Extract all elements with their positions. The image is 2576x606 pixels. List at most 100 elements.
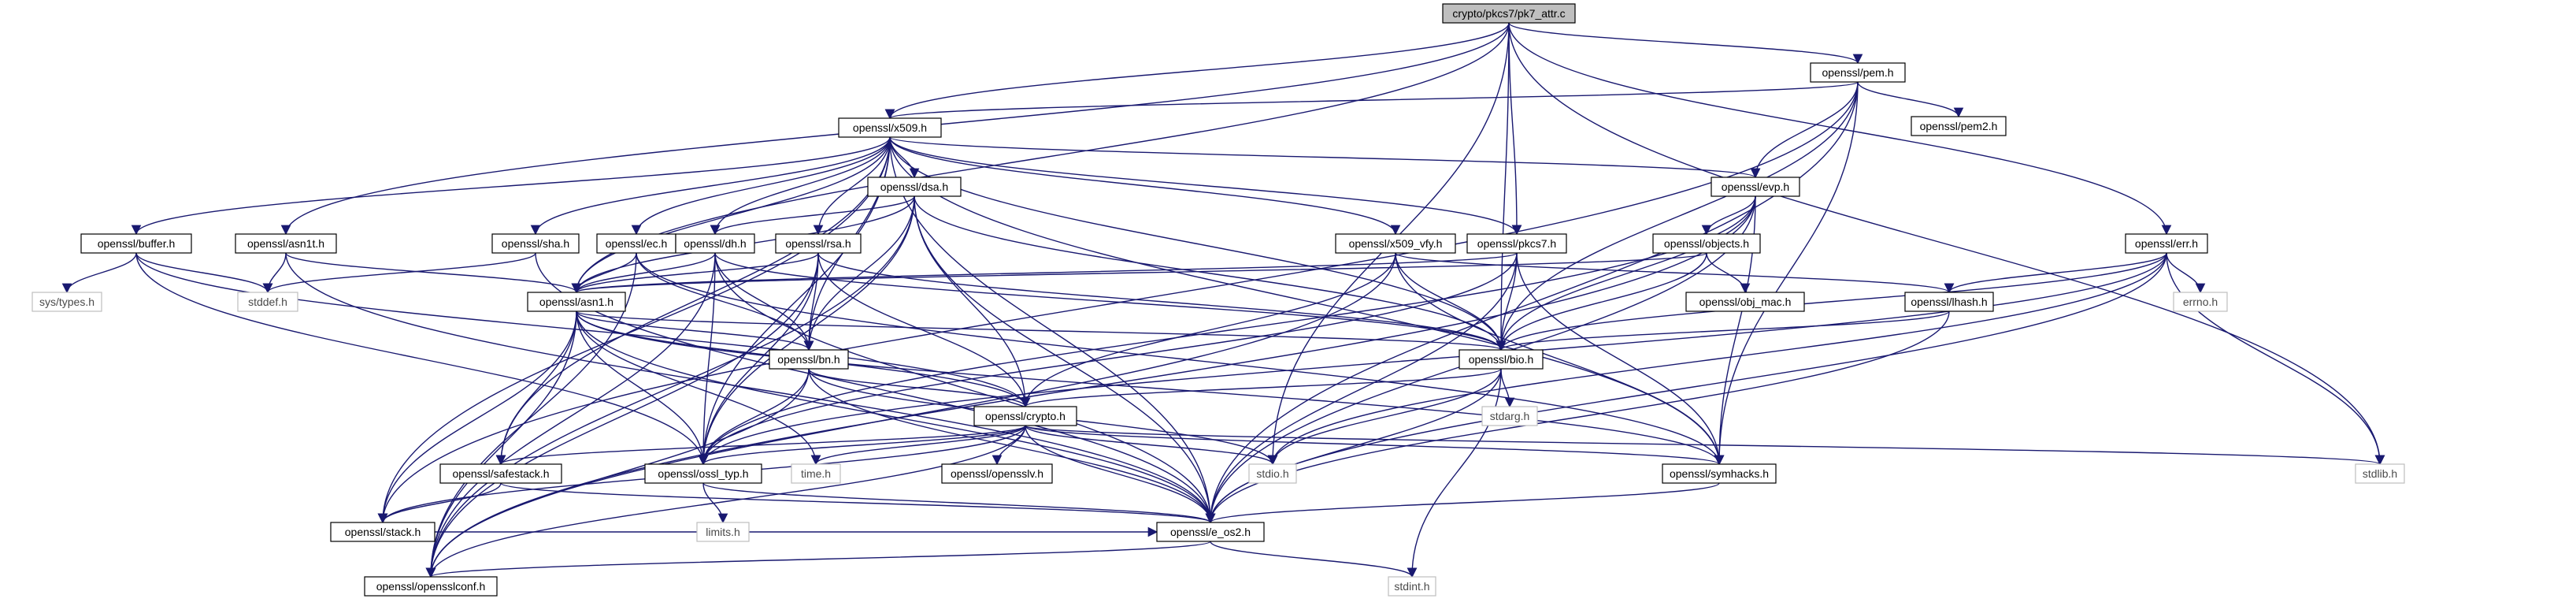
node-x509-label: openssl/x509.h [853,121,927,134]
edge-err-to-errno [2166,252,2206,294]
edge-bio-to-stdint [1407,368,1502,578]
edge-ssltyp-to-limits [702,482,728,524]
node-x509vfy-label: openssl/x509_vfy.h [1349,237,1443,250]
node-buffer[interactable]: openssl/buffer.h [80,233,192,254]
edge-pkcs7-to-bio [1496,252,1518,351]
edge-x509-to-pkcs7 [889,136,1522,236]
node-crypto[interactable]: openssl/crypto.h [973,406,1077,426]
node-safestack-label: openssl/safestack.h [453,467,550,480]
node-asn1[interactable]: openssl/asn1.h [527,292,626,312]
edge-safestack-to-eos2 [500,482,1215,524]
node-opensslconf[interactable]: openssl/opensslconf.h [364,576,498,597]
edge-asn1-to-safestack [495,310,577,466]
edge-err-to-stdio [1267,252,2167,466]
node-stdint-box [1388,576,1436,597]
edge-asn1-to-ssltyp [576,310,709,466]
node-pem2[interactable]: openssl/pem2.h [1911,116,2007,136]
node-asn1t[interactable]: openssl/asn1t.h [235,233,337,254]
edge-x509-to-bio [889,136,1507,351]
node-bio[interactable]: openssl/bio.h [1458,349,1544,370]
edge-asn1t-to-eos2 [285,252,1216,524]
edge-root-to-x509 [884,22,1510,120]
edge-pem-to-symhacks [1714,81,1859,466]
node-timeh: time.h [791,463,841,484]
edge-rsa-to-asn1 [571,252,819,294]
edge-x509-to-x509vfy [889,136,1401,236]
node-stdio-label: stdio.h [1256,467,1288,480]
edge-bn-to-crypto [808,368,1031,408]
edge-asn1-to-timeh [576,310,821,466]
node-ssltyp-box [644,463,762,484]
node-dh-label: openssl/dh.h [684,237,746,250]
node-pem-label: openssl/pem.h [1822,66,1893,79]
node-systypes-box [32,292,102,312]
edge-asn1-to-stack [377,310,577,524]
node-asn1-box [527,292,626,312]
node-err-box [2125,233,2208,254]
edge-bn-to-opensslconf [425,368,810,578]
edge-pem-to-bio [1496,81,1859,351]
node-ssltyp[interactable]: openssl/ossl_typ.h [644,463,762,484]
node-dsa-box [867,177,962,197]
edge-safestack-to-stack [377,482,502,524]
node-lhash[interactable]: openssl/lhash.h [1904,292,1994,312]
edge-err-to-stdlib [2166,252,2385,466]
node-bio-label: openssl/bio.h [1469,353,1534,366]
node-limits-label: limits.h [706,526,740,538]
edge-objects-to-asn1 [572,252,1707,294]
edge-symhacks-to-eos2 [1206,482,1720,524]
node-objmac-box [1685,292,1805,312]
edge-dsa-to-eos2 [914,195,1216,524]
edge-x509-to-eos2 [889,136,1216,524]
node-pkcs7-box [1466,233,1567,254]
node-objmac[interactable]: openssl/obj_mac.h [1685,292,1805,312]
node-opensslv[interactable]: openssl/opensslv.h [941,463,1053,484]
edge-rsa-to-ssltyp [698,252,819,466]
node-safestack-box [439,463,562,484]
node-eos2[interactable]: openssl/e_os2.h [1156,522,1265,542]
node-timeh-label: time.h [801,467,831,480]
edge-asn1-to-bn [576,310,814,351]
node-root-label: crypto/pkcs7/pk7_attr.c [1452,7,1565,20]
node-pkcs7-label: openssl/pkcs7.h [1477,237,1556,250]
node-safestack[interactable]: openssl/safestack.h [439,463,562,484]
edge-dsa-to-ssltyp [698,195,915,466]
node-dh[interactable]: openssl/dh.h [675,233,755,254]
node-systypes-label: sys/types.h [39,296,95,308]
node-stack-label: openssl/stack.h [345,526,421,538]
node-dsa[interactable]: openssl/dsa.h [867,177,962,197]
node-stack[interactable]: openssl/stack.h [330,522,436,542]
node-objects[interactable]: openssl/objects.h [1652,233,1761,254]
edge-pem-to-x509 [885,81,1859,120]
node-eos2-box [1156,522,1265,542]
edge-bn-to-ssltyp [698,368,810,466]
node-symhacks-label: openssl/symhacks.h [1670,467,1769,480]
node-ec[interactable]: openssl/ec.h [596,233,676,254]
node-x509vfy[interactable]: openssl/x509_vfy.h [1335,233,1456,254]
node-errno: errno.h [2173,292,2228,312]
edge-x509-to-stack [377,136,891,524]
node-opensslconf-box [364,576,498,597]
node-root[interactable]: crypto/pkcs7/pk7_attr.c [1442,3,1576,24]
node-pkcs7[interactable]: openssl/pkcs7.h [1466,233,1567,254]
edge-crypto-to-symhacks [1025,425,1724,466]
edge-crypto-to-safestack [496,425,1026,466]
edge-evp-to-opensslconf [425,195,1756,578]
node-evp[interactable]: openssl/evp.h [1711,177,1800,197]
node-x509[interactable]: openssl/x509.h [838,117,942,138]
node-sha[interactable]: openssl/sha.h [491,233,580,254]
edge-crypto-to-opensslconf [425,425,1026,578]
edge-x509vfy-to-symhacks [1395,252,1725,466]
node-symhacks[interactable]: openssl/symhacks.h [1662,463,1777,484]
node-rsa[interactable]: openssl/rsa.h [775,233,862,254]
node-opensslv-label: openssl/opensslv.h [951,467,1043,480]
node-err[interactable]: openssl/err.h [2125,233,2208,254]
node-bn[interactable]: openssl/bn.h [769,349,849,370]
node-pem2-box [1911,116,2007,136]
node-stdlib: stdlib.h [2355,463,2405,484]
node-pem[interactable]: openssl/pem.h [1810,62,1906,83]
edge-crypto-to-eos2 [1025,425,1216,524]
edge-dsa-to-dh [710,195,915,236]
node-buffer-label: openssl/buffer.h [98,237,176,250]
